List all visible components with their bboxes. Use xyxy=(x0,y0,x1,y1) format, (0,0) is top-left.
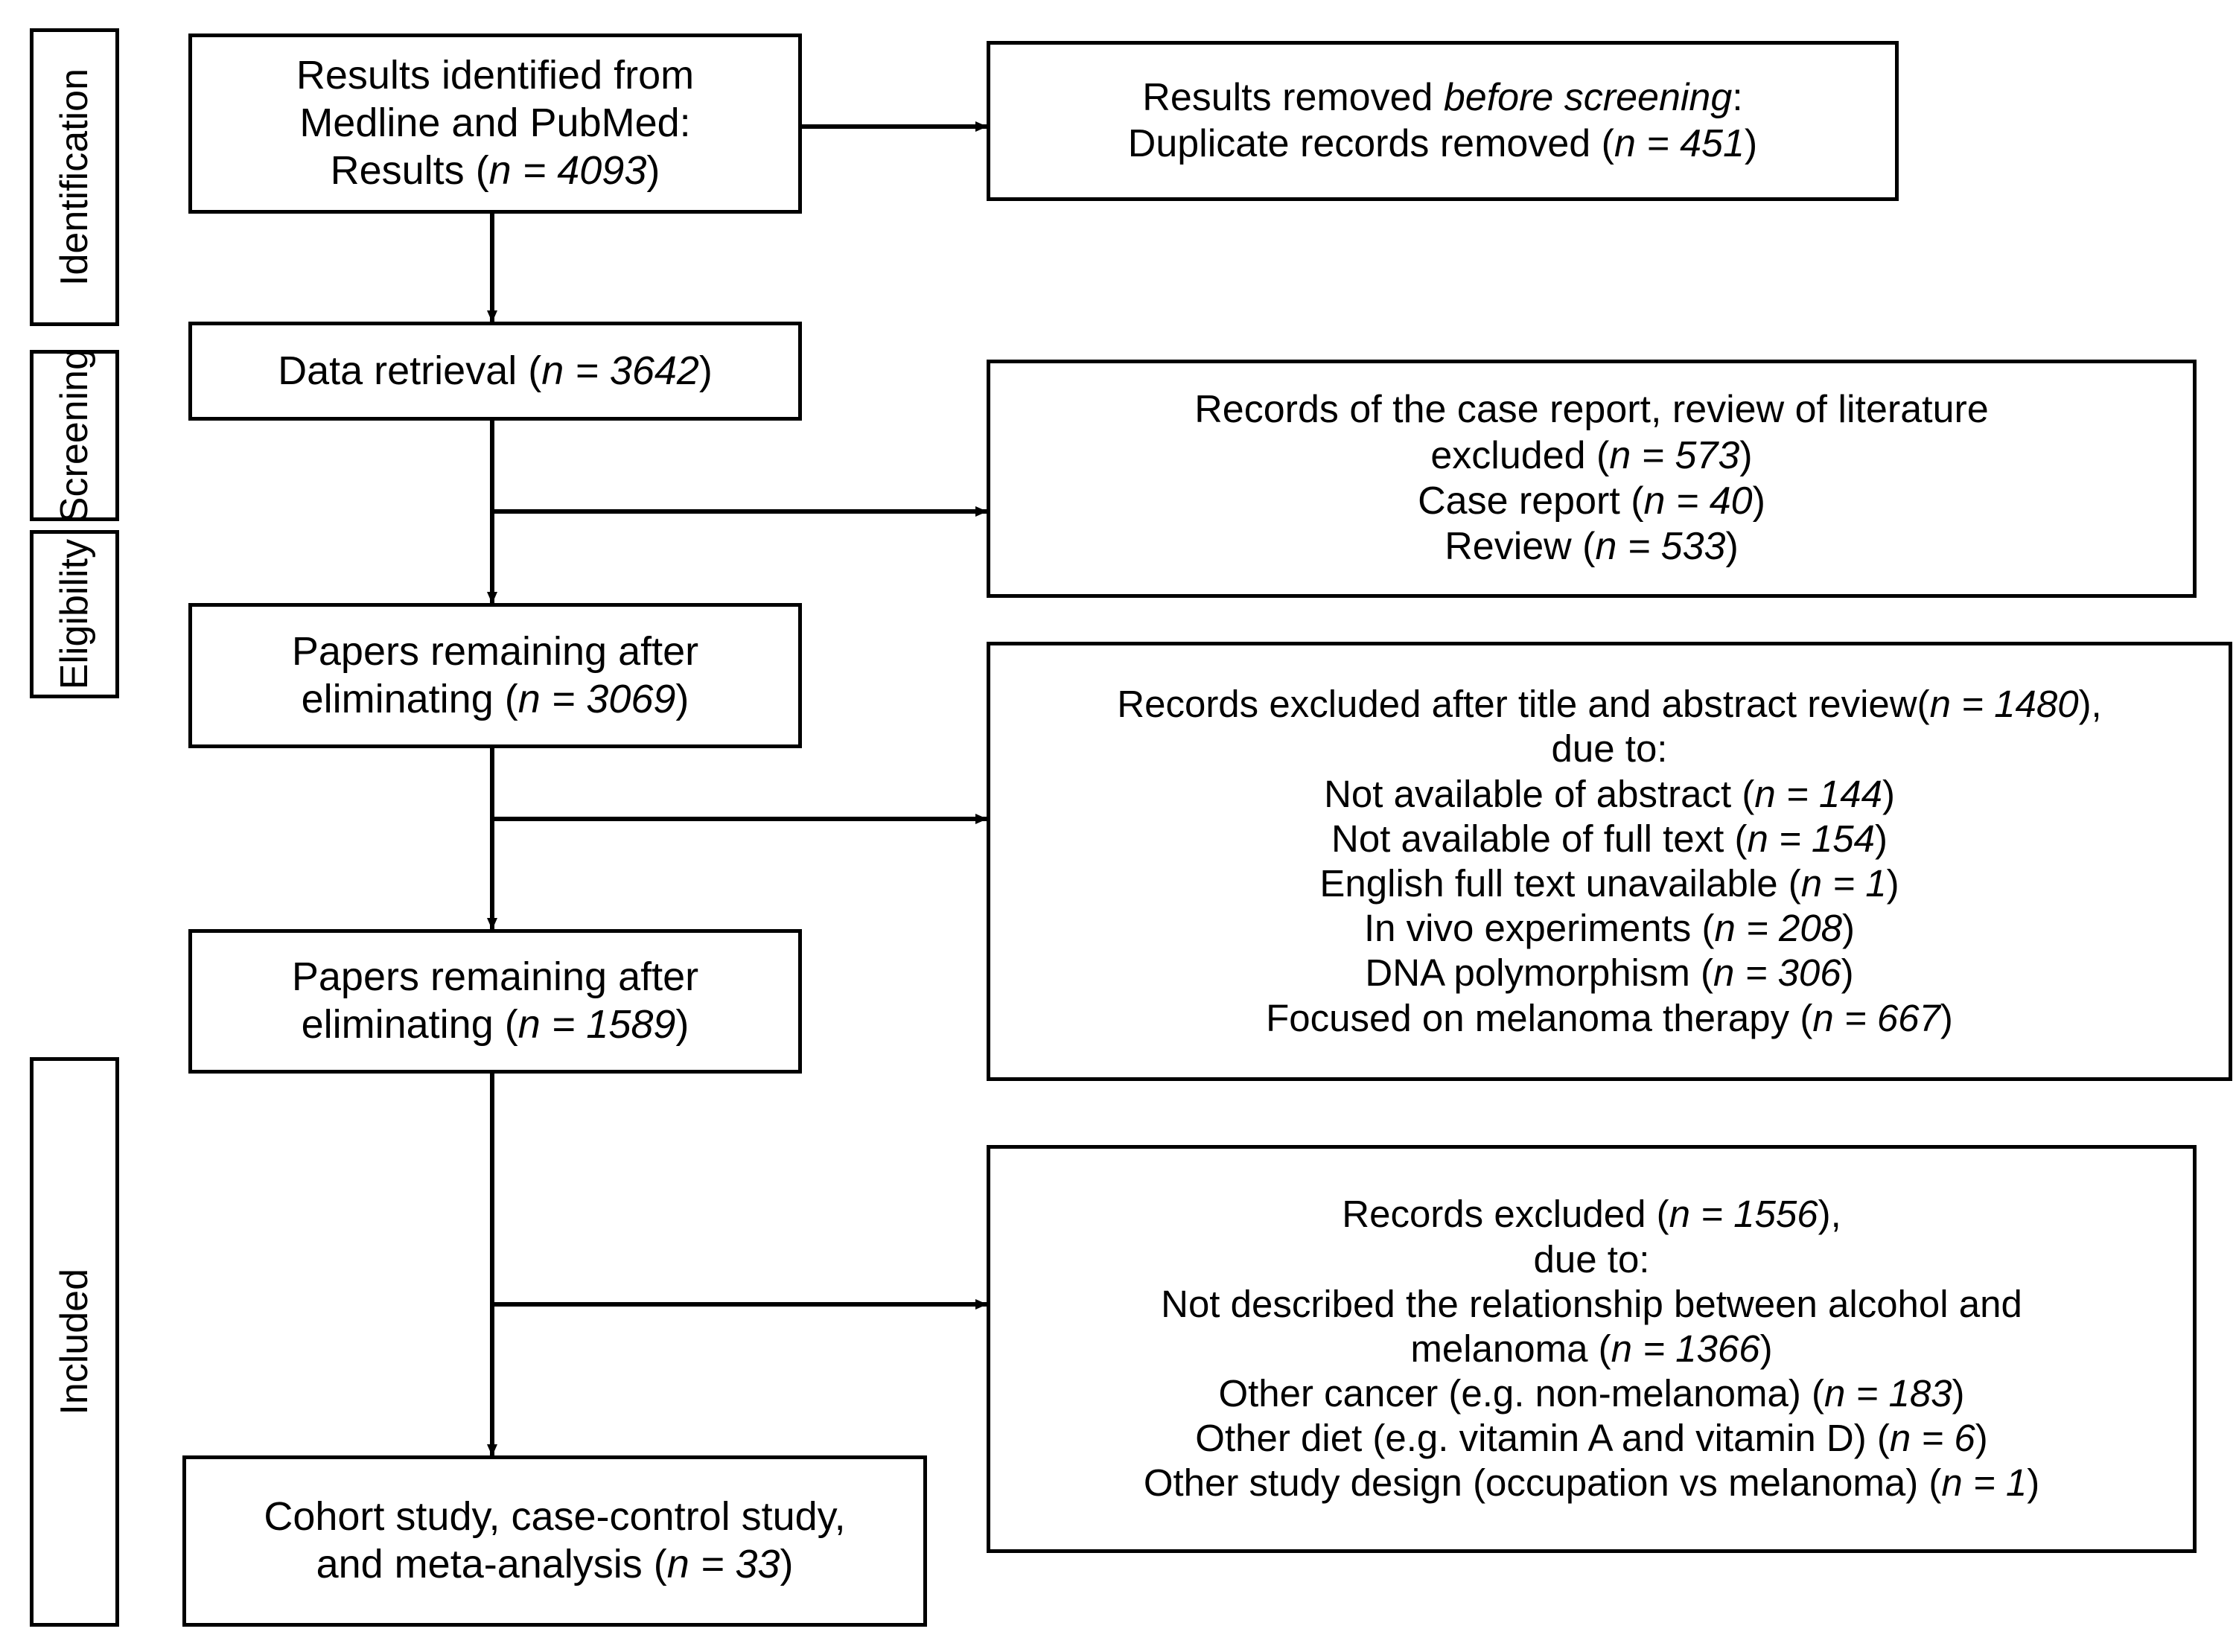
exclusion-box-fulltext-excluded-text: Records excluded (n = 1556),due to:Not d… xyxy=(1143,1193,2040,1505)
stage-box-identification: Identification xyxy=(30,28,119,326)
exclusion-box-duplicates-removed-text: Results removed before screening:Duplica… xyxy=(1127,76,1758,165)
stage-box-eligibility: Eligibility xyxy=(30,530,119,698)
exclusion-box-fulltext-excluded: Records excluded (n = 1556),due to:Not d… xyxy=(987,1145,2197,1553)
flow-box-included-studies: Cohort study, case-control study,and met… xyxy=(182,1455,927,1627)
exclusion-box-case-report-review-excluded: Records of the case report, review of li… xyxy=(987,360,2197,598)
exclusion-box-duplicates-removed: Results removed before screening:Duplica… xyxy=(987,41,1899,201)
stage-label-screening: Screening xyxy=(53,348,96,523)
exclusion-box-title-abstract-excluded-text: Records excluded after title and abstrac… xyxy=(1117,683,2102,1039)
flow-box-data-retrieval: Data retrieval (n = 3642) xyxy=(188,322,802,421)
flow-box-data-retrieval-text: Data retrieval (n = 3642) xyxy=(278,348,713,393)
stage-box-screening: Screening xyxy=(30,348,119,523)
stage-label-eligibility: Eligibility xyxy=(53,538,96,690)
exclusion-box-case-report-review-excluded-text: Records of the case report, review of li… xyxy=(1194,388,1989,569)
exclusion-box-title-abstract-excluded: Records excluded after title and abstrac… xyxy=(987,642,2232,1081)
stage-label-included: Included xyxy=(53,1269,96,1415)
stage-box-included: Included xyxy=(30,1057,119,1627)
flow-box-included-studies-text: Cohort study, case-control study,and met… xyxy=(264,1494,846,1586)
stage-label-identification: Identification xyxy=(53,68,96,286)
